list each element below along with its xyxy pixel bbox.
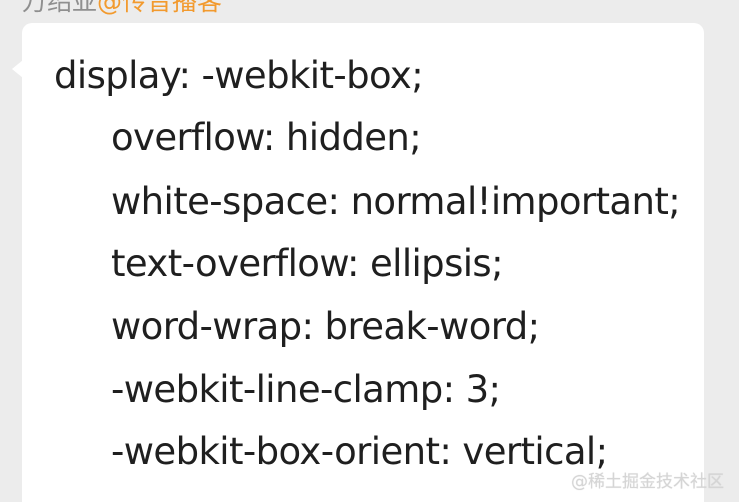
sender-name: 万绍亚 (22, 0, 98, 16)
code-line-white-space: white-space: normal!important; (111, 180, 681, 223)
code-line-display: display: -webkit-box; (54, 54, 424, 97)
code-line-box-orient: -webkit-box-orient: vertical; (111, 430, 608, 473)
code-line-overflow: overflow: hidden; (111, 116, 422, 159)
chat-bubble: display: -webkit-box; overflow: hidden; … (22, 23, 704, 502)
mention-link[interactable]: @传音播客 (97, 0, 223, 16)
code-line-line-clamp: -webkit-line-clamp: 3; (111, 368, 501, 411)
code-line-word-wrap: word-wrap: break-word; (111, 305, 540, 348)
message-header: 万绍亚@传音播客 (22, 0, 222, 14)
watermark: @稀土掘金技术社区 (571, 467, 724, 492)
chat-bubble-tail (12, 60, 23, 78)
code-line-text-overflow: text-overflow: ellipsis; (111, 242, 504, 285)
watermark-text: @稀土掘金技术社区 (571, 472, 724, 492)
